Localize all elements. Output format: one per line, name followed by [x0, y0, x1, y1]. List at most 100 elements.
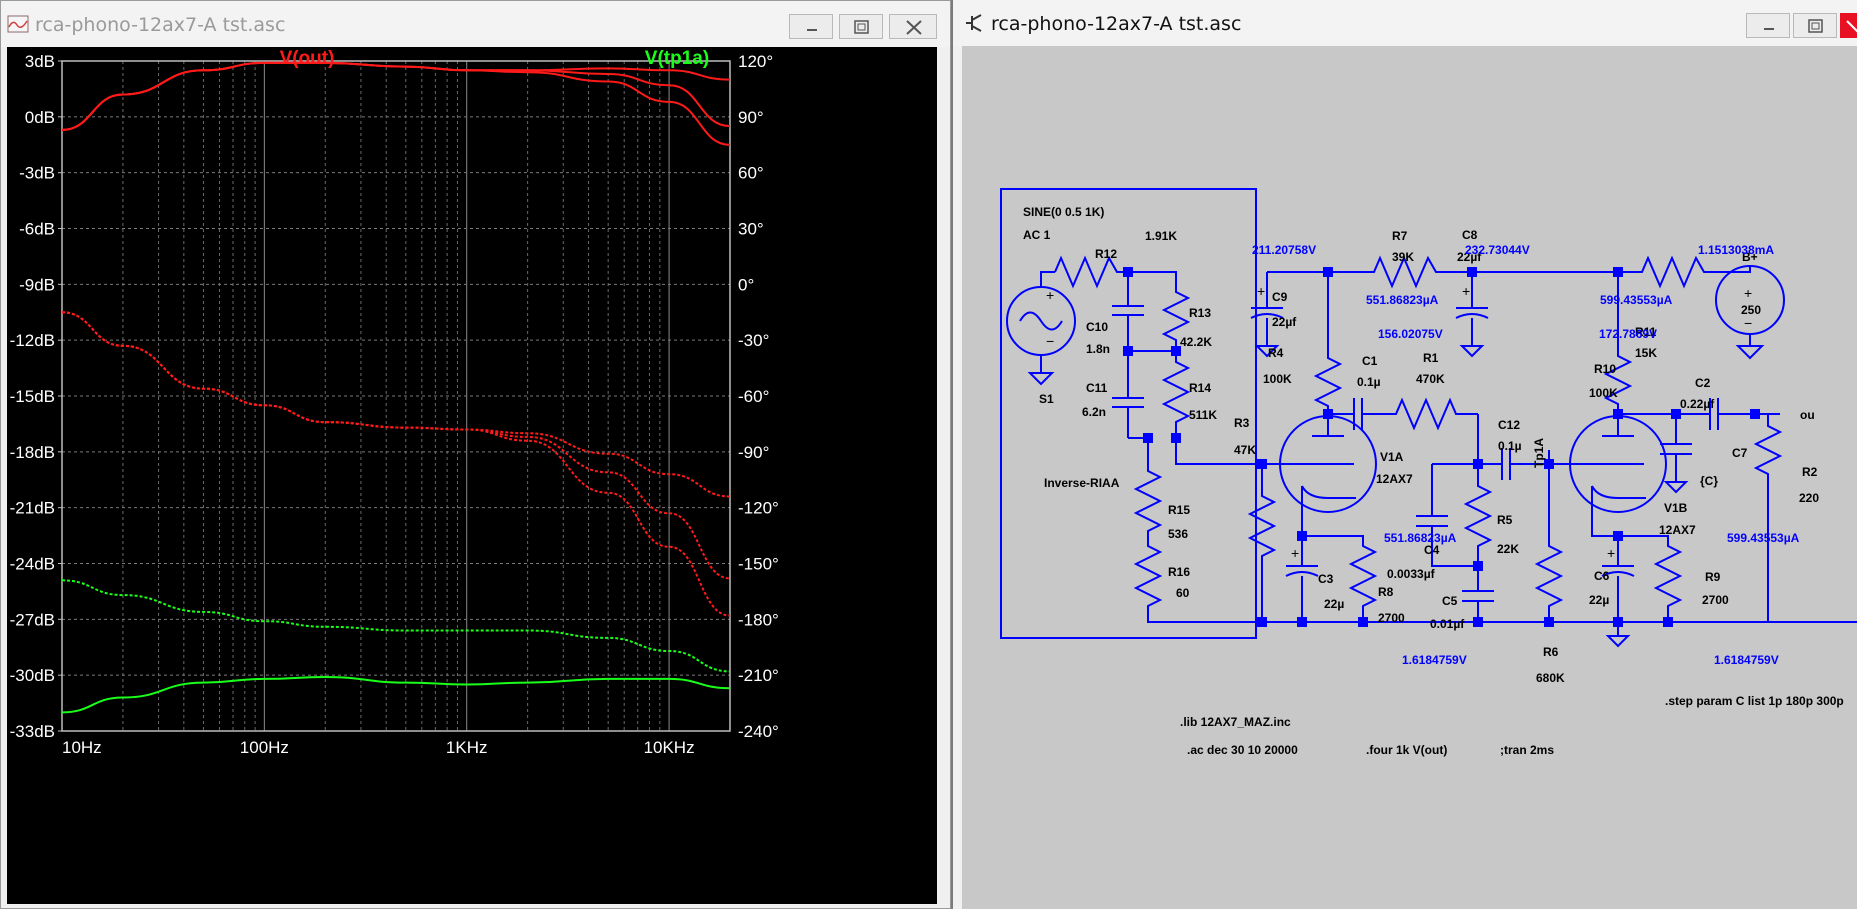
r3-value: 47K: [1234, 443, 1256, 457]
vout-magnitude-trace-1: [61, 61, 731, 131]
svg-text:156.02075V: 156.02075V: [1378, 327, 1443, 341]
r10-label: R10: [1594, 362, 1616, 376]
y-right-tick-label: -150°: [738, 555, 779, 574]
minimize-button[interactable]: [789, 14, 833, 39]
r14-label: R14: [1189, 381, 1211, 395]
r4-value: 100K: [1263, 372, 1292, 386]
schematic-canvas[interactable]: +− ++ ++ +− SINE(0 0.5 1K) AC 1 S1 Inver…: [962, 46, 1857, 909]
r7-value: 39K: [1392, 250, 1414, 264]
c3-label: C3: [1318, 572, 1334, 586]
c6-value: 22µ: [1589, 593, 1609, 607]
minimize-icon: [807, 29, 817, 31]
y-left-tick-label: -27dB: [10, 610, 55, 629]
c7-value: {C}: [1700, 474, 1718, 488]
r12-label: R12: [1095, 247, 1117, 261]
c2-label: C2: [1695, 376, 1711, 390]
bode-plot[interactable]: 3dB0dB-3dB-6dB-9dB-12dB-15dB-18dB-21dB-2…: [7, 47, 939, 906]
svg-text:+: +: [1462, 283, 1470, 299]
svg-text:+: +: [1291, 545, 1299, 561]
r4-label: R4: [1268, 346, 1284, 360]
polarity-marks: +− ++ ++ +−: [1046, 283, 1752, 561]
tp1a-label: Tp1A: [1532, 438, 1546, 468]
c1-value: 0.1µ: [1357, 375, 1381, 389]
lib-directive: .lib 12AX7_MAZ.inc: [1180, 715, 1291, 729]
trace-label-vtp1a[interactable]: V(tp1a): [645, 48, 709, 69]
y-left-tick-label: -33dB: [10, 722, 55, 741]
svg-text:211.20758V: 211.20758V: [1252, 243, 1316, 257]
trace-label-vout[interactable]: V(out): [280, 48, 335, 69]
out-label: ou: [1800, 408, 1815, 422]
c5-value: 0.01µf: [1430, 617, 1465, 631]
vout-phase-trace-2: [61, 311, 731, 617]
r2-label: R2: [1802, 465, 1818, 479]
c10-label: C10: [1086, 320, 1108, 334]
schematic-junctions: [1123, 267, 1760, 627]
x-tick-label: 10Hz: [62, 738, 102, 757]
close-icon: [1846, 20, 1857, 33]
r15-value: 536: [1168, 527, 1188, 541]
svg-text:1.6184759V: 1.6184759V: [1714, 653, 1779, 667]
maximize-button[interactable]: [1793, 13, 1837, 38]
y-right-tick-label: 0°: [738, 275, 754, 294]
waveform-titlebar[interactable]: rca-phono-12ax7-A tst.asc: [1, 1, 950, 47]
y-left-tick-label: 0dB: [25, 108, 55, 127]
y-left-tick-label: -21dB: [10, 499, 55, 518]
waveform-window-title: rca-phono-12ax7-A tst.asc: [35, 14, 286, 36]
svg-text:+: +: [1607, 545, 1615, 561]
svg-text:172.7869V: 172.7869V: [1599, 327, 1657, 341]
y-left-tick-label: -24dB: [10, 555, 55, 574]
close-button[interactable]: [889, 14, 937, 39]
restore-icon: [854, 20, 869, 34]
schematic-app-icon: [966, 14, 982, 32]
c12-value: 0.1µ: [1498, 439, 1522, 453]
minimize-button[interactable]: [1746, 13, 1790, 38]
r16-value: 60: [1176, 586, 1190, 600]
svg-text:+: +: [1046, 287, 1054, 303]
r11-label: R11: [1635, 325, 1657, 339]
c9-value: 22µf: [1272, 315, 1297, 329]
r6-label: R6: [1543, 645, 1559, 659]
close-icon: [906, 20, 922, 35]
c8-value: 22µf: [1457, 250, 1482, 264]
maximize-button[interactable]: [839, 14, 883, 39]
c3-value: 22µ: [1324, 597, 1344, 611]
y-left-tick-label: 3dB: [25, 52, 55, 71]
schematic-wires: [1000, 188, 1857, 648]
svg-text:1.1513038mA: 1.1513038mA: [1698, 243, 1774, 257]
plot-traces: [61, 61, 731, 714]
r12-value: 1.91K: [1145, 229, 1177, 243]
svg-text:551.86823µA: 551.86823µA: [1366, 293, 1439, 307]
vout-magnitude-trace-0: [61, 61, 731, 131]
s1-label: S1: [1039, 392, 1054, 406]
x-tick-label: 10KHz: [644, 738, 695, 757]
inverse-riaa-label: Inverse-RIAA: [1044, 476, 1120, 490]
r3-label: R3: [1234, 416, 1250, 430]
schematic-drawing[interactable]: +− ++ ++ +− SINE(0 0.5 1K) AC 1 S1 Inver…: [962, 46, 1857, 909]
restore-icon: [1808, 19, 1823, 33]
r9-label: R9: [1705, 570, 1721, 584]
c6-label: C6: [1594, 569, 1610, 583]
r7-label: R7: [1392, 229, 1408, 243]
r2-value: 220: [1799, 491, 1819, 505]
c8-label: C8: [1462, 228, 1478, 242]
vout-magnitude-trace-2: [61, 61, 731, 146]
y-right-tick-label: 60°: [738, 164, 764, 183]
vtp1a-magnitude-trace-0: [61, 675, 731, 714]
vout-phase-trace-0: [61, 311, 731, 498]
y-right-tick-label: 120°: [738, 52, 773, 71]
component-labels: SINE(0 0.5 1K) AC 1 S1 Inverse-RIAA R12 …: [1023, 205, 1819, 685]
c4-value: 0.0033µf: [1387, 567, 1436, 581]
close-button[interactable]: [1840, 13, 1857, 38]
y-left-tick-label: -3dB: [19, 164, 55, 183]
svg-text:−: −: [1046, 333, 1054, 349]
v1b-label: V1B: [1664, 501, 1688, 515]
step-directive: .step param C list 1p 180p 300p: [1665, 694, 1844, 708]
svg-text:599.43553µA: 599.43553µA: [1600, 293, 1673, 307]
c5-label: C5: [1442, 594, 1458, 608]
r10-value: 100K: [1589, 386, 1618, 400]
r5-value: 22K: [1497, 542, 1519, 556]
svg-text:599.43553µA: 599.43553µA: [1727, 531, 1800, 545]
schematic-titlebar[interactable]: rca-phono-12ax7-A tst.asc: [953, 0, 1857, 46]
